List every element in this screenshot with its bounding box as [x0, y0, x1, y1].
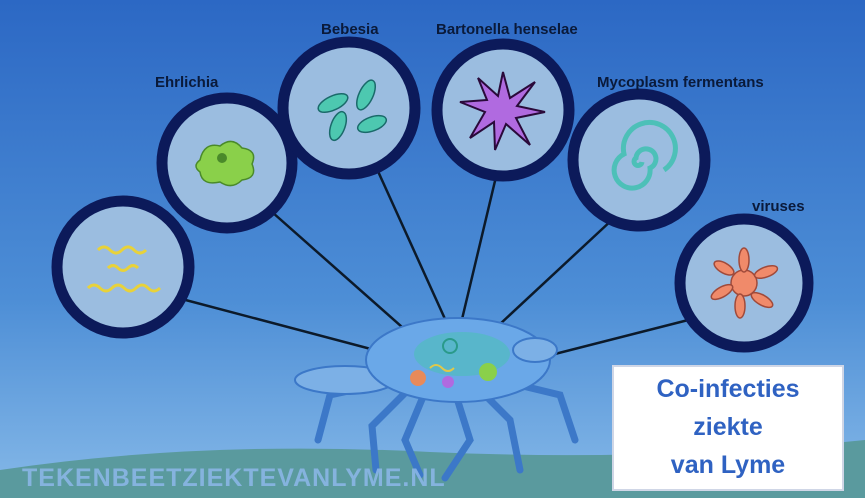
caption-line-3: van Lyme: [614, 446, 842, 484]
caption-box: Co-infecties ziekte van Lyme: [612, 365, 844, 491]
label-viruses: viruses: [752, 198, 805, 215]
organism-circle-bartonella: [437, 44, 569, 176]
label-ehrlichia: Ehrlichia: [155, 74, 218, 91]
website-watermark: TEKENBEETZIEKTEVANLYME.NL: [22, 464, 446, 493]
organism-circle-mycoplasm: [573, 94, 705, 226]
organism-circle-bebesia: [283, 42, 415, 174]
caption-line-1: Co-infecties: [614, 370, 842, 408]
label-mycoplasm: Mycoplasm fermentans: [597, 74, 764, 91]
label-bebesia: Bebesia: [321, 21, 379, 38]
caption-line-2: ziekte: [614, 408, 842, 446]
organism-circle-ehrlichia: [162, 98, 292, 228]
organism-circle-spirochete: [57, 201, 189, 333]
label-bartonella: Bartonella henselae: [436, 21, 578, 38]
organism-circle-viruses: [680, 219, 808, 347]
